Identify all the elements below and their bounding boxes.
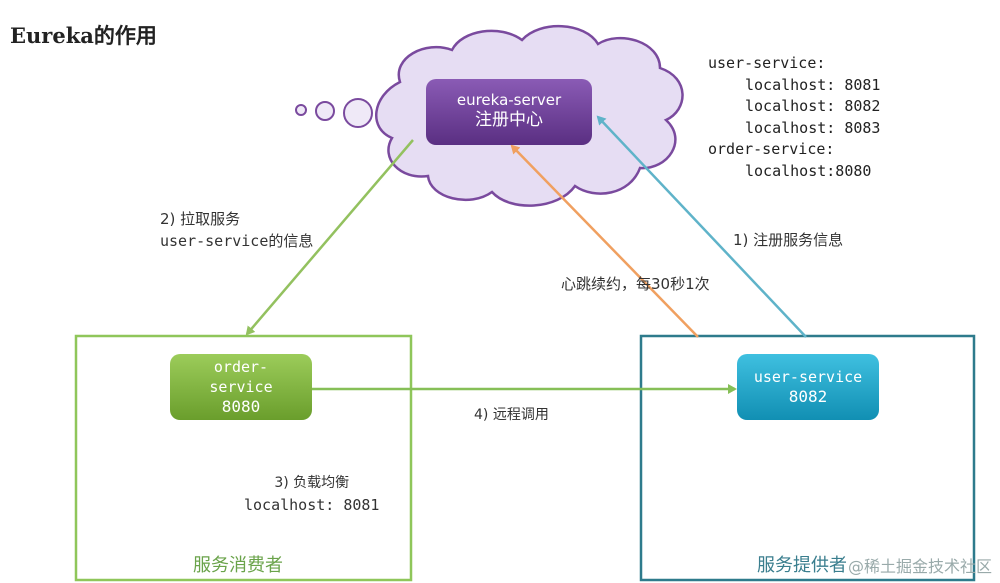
registry-label: 注册中心: [475, 110, 543, 130]
provider-node-text: user-service 8082: [737, 367, 879, 407]
remote-call-label: 4) 远程调用: [474, 407, 549, 423]
watermark: @稀土掘金技术社区: [847, 557, 992, 576]
thought-bubble-large: [343, 98, 373, 128]
thought-bubble-small: [295, 104, 307, 116]
provider-box-label: 服务提供者: [757, 555, 847, 576]
consumer-name-line2: service: [209, 378, 273, 396]
consumer-name-line1: order-: [213, 358, 269, 376]
arrow-heartbeat: [510, 144, 699, 338]
load-balance-label: 3) 负载均衡 localhost: 8081: [244, 472, 379, 516]
registry-list-line: localhost: 8081: [745, 75, 881, 94]
consumer-node-text: order- service 8080: [170, 357, 312, 417]
consumer-box-label: 服务消费者: [193, 555, 283, 576]
registry-list-line: localhost: 8082: [745, 97, 881, 115]
registry-list-line: localhost: 8083: [745, 118, 881, 137]
pull-service-label-line2: user-service的信息: [160, 232, 314, 250]
consumer-port: 8080: [221, 397, 261, 416]
provider-port: 8082: [788, 387, 828, 406]
consumer-box: [74, 334, 413, 582]
register-service-label: 1) 注册服务信息: [733, 231, 844, 249]
registry-name: eureka-server: [456, 91, 562, 109]
provider-box: [639, 334, 976, 582]
registry-node: [426, 79, 592, 145]
registry-list: user-service: localhost: 8081 localhost:…: [708, 53, 880, 182]
registry-list-line: user-service:: [708, 54, 826, 72]
provider-node: [737, 354, 879, 420]
arrow-pull-service: [245, 139, 414, 336]
provider-name: user-service: [753, 368, 863, 386]
registry-list-line: order-service:: [708, 140, 835, 158]
consumer-node: [170, 354, 312, 420]
page-title: Eureka的作用: [10, 23, 157, 48]
load-balance-label-line2: localhost: 8081: [244, 496, 380, 514]
registry-node-text: eureka-server 注册中心: [426, 90, 592, 130]
pull-service-label: 2) 拉取服务 user-service的信息: [160, 208, 313, 252]
heartbeat-label: 心跳续约，每30秒1次: [561, 275, 710, 293]
registry-list-line: localhost:8080: [745, 161, 872, 180]
load-balance-label-line1: 3) 负载均衡: [274, 475, 350, 491]
pull-service-label-line1: 2) 拉取服务: [160, 210, 241, 228]
thought-bubble-medium: [315, 101, 335, 121]
arrow-register-service: [596, 115, 807, 338]
